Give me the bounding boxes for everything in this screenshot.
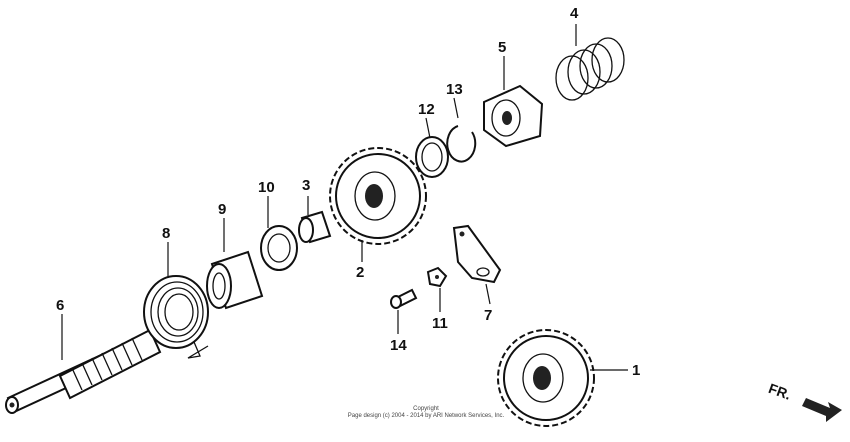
part-2-pinion-gear[interactable] (329, 147, 427, 245)
copyright-line-1: Copyright (413, 406, 439, 412)
copyright-notice: Copyright Page design (c) 2004 - 2014 by… (340, 406, 512, 420)
callout-2: 2 (356, 264, 364, 281)
callout-10: 10 (258, 179, 275, 196)
part-7-guide-plate[interactable] (452, 224, 502, 284)
part-11-clip[interactable] (426, 266, 448, 288)
copyright-line-2: Page design (c) 2004 - 2014 by ARI Netwo… (347, 413, 505, 419)
leader-lines (61, 24, 628, 371)
callout-11: 11 (432, 315, 448, 332)
callout-1: 1 (632, 362, 640, 379)
callout-6: 6 (56, 297, 64, 314)
part-14-bolt[interactable] (390, 288, 418, 309)
callout-labels: 1 2 3 4 5 6 7 8 9 10 11 12 13 14 (56, 5, 640, 379)
callout-3: 3 (302, 177, 310, 194)
part-10-washer[interactable] (260, 225, 298, 271)
part-13-circlip[interactable] (446, 125, 477, 163)
part-9-bushing[interactable] (206, 250, 264, 310)
front-direction-arrow-icon (802, 398, 842, 422)
callout-4: 4 (570, 5, 579, 22)
callout-14: 14 (390, 337, 407, 354)
callout-5: 5 (498, 39, 506, 56)
part-1-idle-gear[interactable] (497, 329, 595, 427)
part-3-collar[interactable] (298, 210, 332, 244)
callout-12: 12 (418, 101, 435, 118)
callout-7: 7 (484, 307, 492, 324)
callout-8: 8 (162, 225, 170, 242)
callout-9: 9 (218, 201, 226, 218)
part-5-ratchet[interactable] (483, 84, 544, 148)
part-8-coil-spring[interactable] (143, 275, 209, 359)
part-6-spindle[interactable] (5, 328, 162, 414)
callout-13: 13 (446, 81, 463, 98)
part-12-washer[interactable] (415, 136, 449, 178)
part-4-ratchet-spring[interactable] (555, 37, 625, 101)
